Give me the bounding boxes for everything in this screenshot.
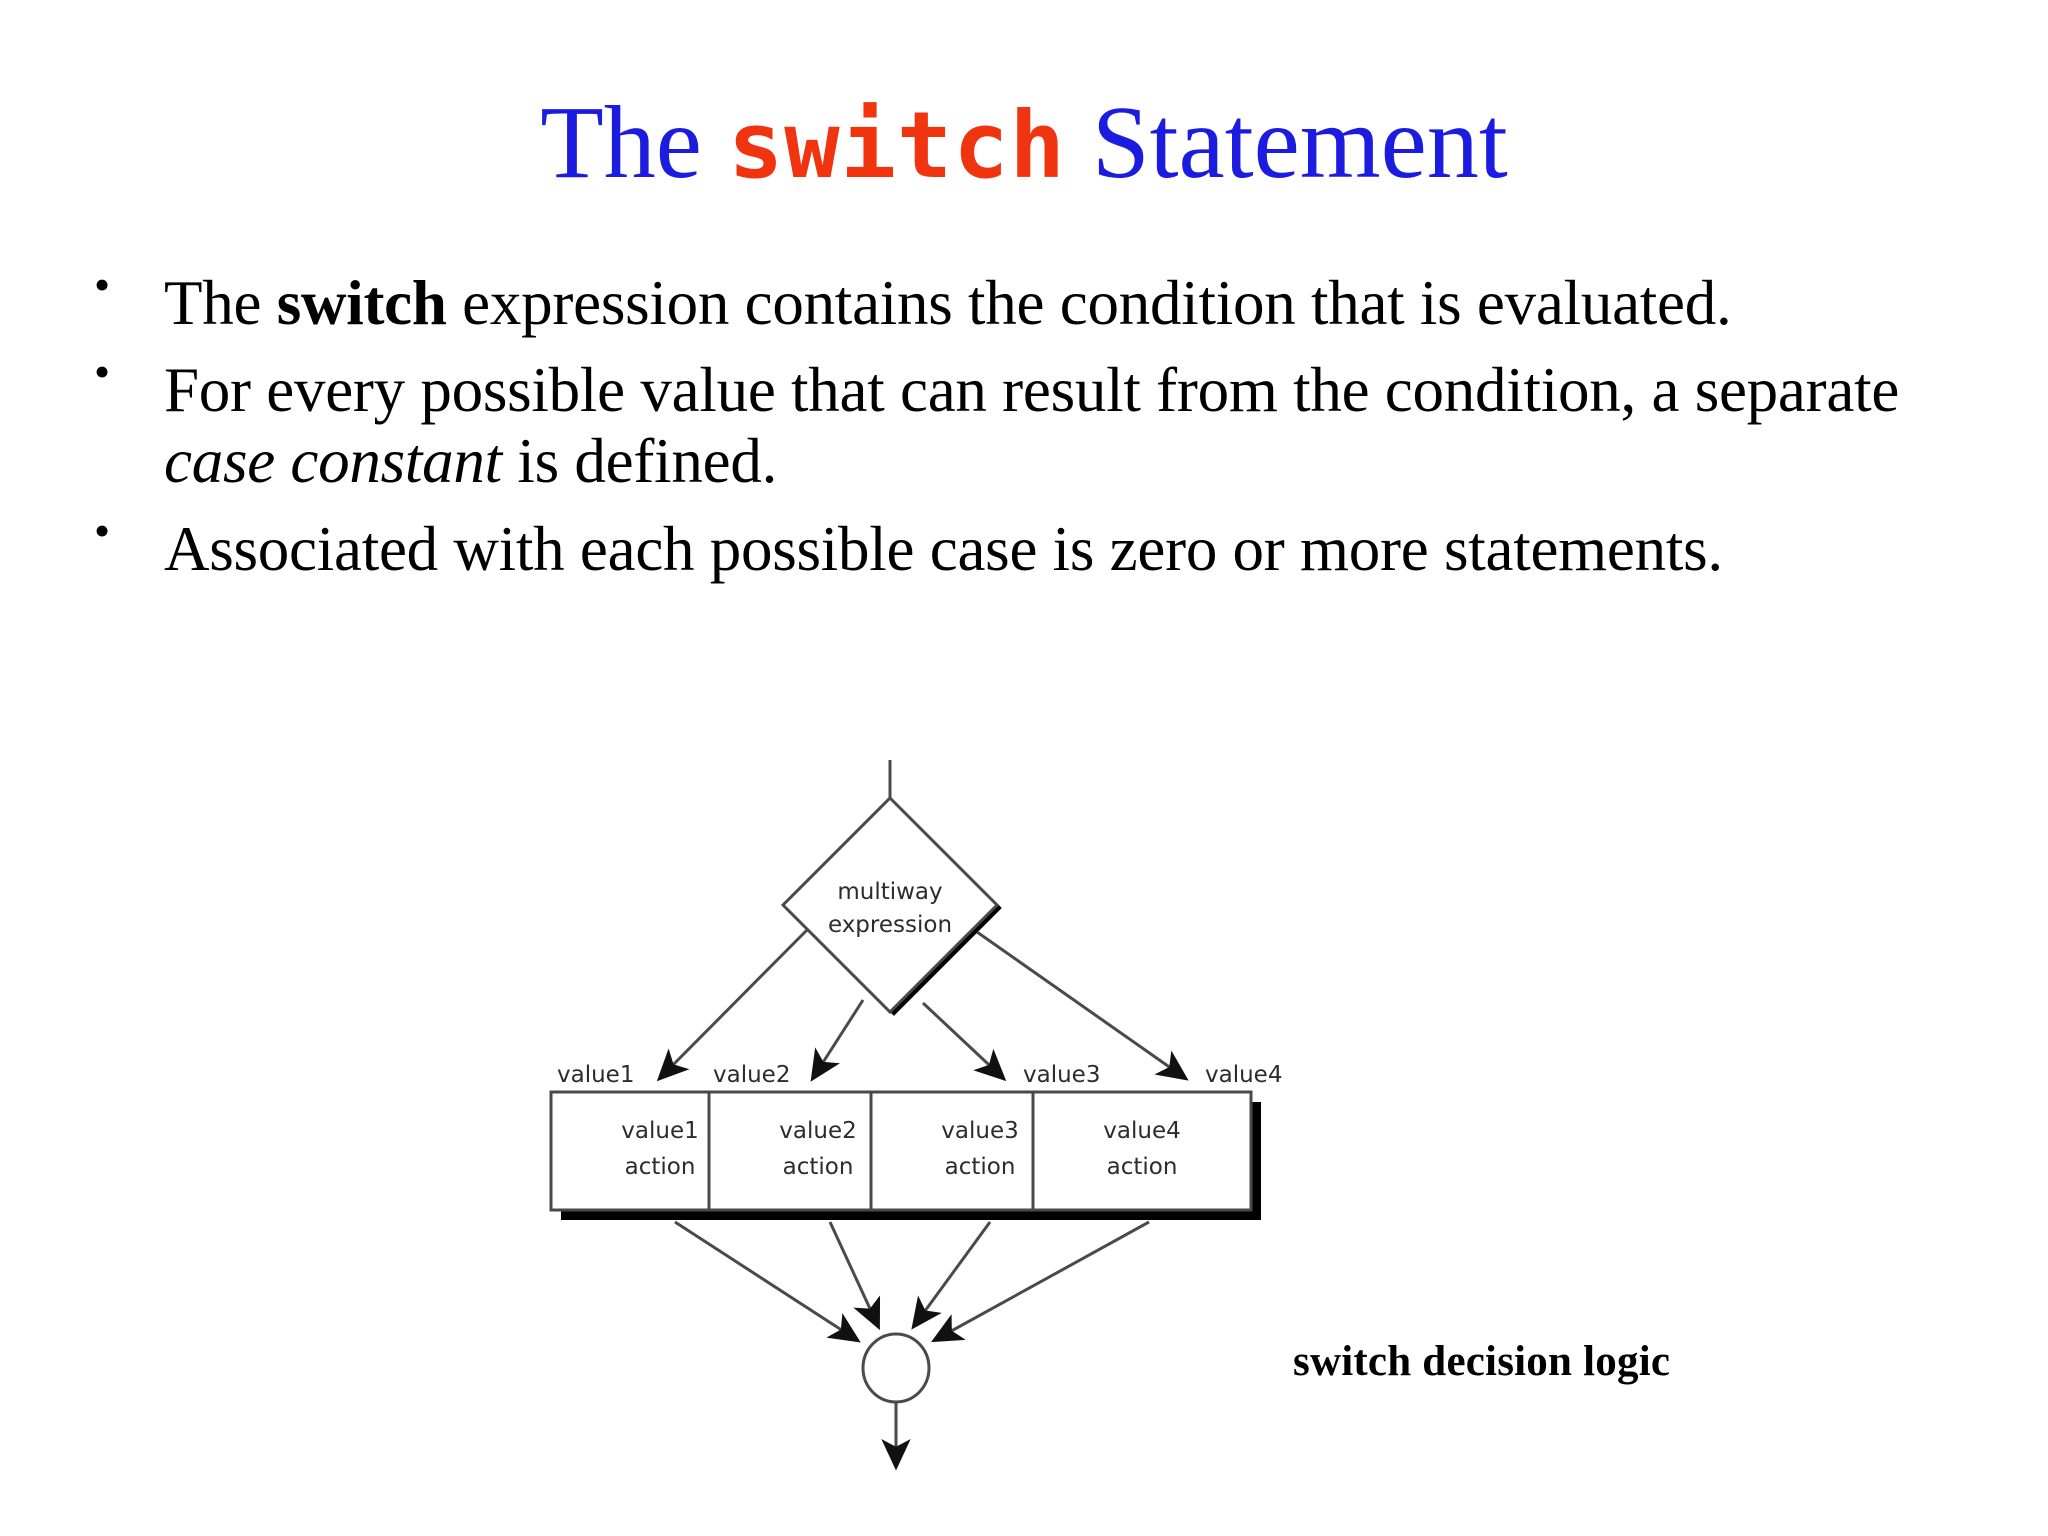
bullet-dot-icon: • — [94, 346, 110, 398]
list-item-text: The switch expression contains the condi… — [164, 268, 1732, 338]
bullet-1-seg-1: The — [164, 268, 277, 338]
branch-arrow-value3 — [921, 1001, 1007, 1082]
bullet-dot-icon: • — [94, 504, 110, 556]
decision-label-line1: multiway — [837, 879, 942, 905]
bullet-2-seg-2-italic: case constant — [164, 426, 502, 497]
action-box-3-line1: value3 — [941, 1118, 1018, 1144]
list-item: • For every possible value that can resu… — [72, 349, 1972, 497]
action-box-1-line2: action — [625, 1154, 696, 1180]
bullet-1-seg-2-bold: switch — [276, 268, 447, 338]
action-box-1-line1: value1 — [621, 1118, 698, 1144]
branch-arrow-value4 — [976, 930, 1189, 1081]
edge-label-value2: value2 — [713, 1062, 790, 1088]
merge-arrow-1 — [674, 1220, 861, 1343]
decision-diamond — [780, 795, 1000, 1015]
bullet-2-seg-3: is defined. — [501, 426, 778, 497]
switch-flowchart-diagram: multiway expression value1 value2 value3… — [545, 760, 1575, 1480]
list-item-text: For every possible value that can result… — [164, 355, 1899, 496]
bullet-dot-icon: • — [94, 259, 110, 310]
action-box-4 — [1031, 1090, 1253, 1212]
title-part-2: Statement — [1065, 85, 1508, 200]
bullet-list: • The switch expression contains the con… — [72, 262, 1972, 601]
action-box-4-line2: action — [1107, 1154, 1178, 1180]
decision-label-line2: expression — [828, 912, 952, 938]
title-keyword-switch: switch — [727, 92, 1066, 199]
bullet-1-seg-3: expression contains the condition that i… — [446, 268, 1732, 338]
action-box-2-line1: value2 — [779, 1118, 856, 1144]
list-item: • Associated with each possible case is … — [72, 507, 1972, 585]
title-part-1: The — [540, 85, 728, 200]
list-item: • The switch expression contains the con… — [72, 262, 1972, 339]
edge-label-value4: value4 — [1205, 1062, 1282, 1088]
merge-arrow-3 — [911, 1221, 992, 1330]
action-box-3-line2: action — [945, 1154, 1016, 1180]
branch-arrow-value1 — [656, 928, 809, 1082]
bullet-2-seg-1: For every possible value that can result… — [164, 355, 1900, 426]
action-box-2-line2: action — [783, 1154, 854, 1180]
branch-arrow-value2 — [810, 999, 865, 1082]
merge-arrow-4 — [931, 1220, 1150, 1343]
action-box-4-line1: value4 — [1103, 1118, 1180, 1144]
diagram-caption: switch decision logic — [1293, 1338, 1671, 1385]
list-item-text: Associated with each possible case is ze… — [164, 513, 1723, 584]
page-title: The switch Statement — [0, 88, 2048, 197]
edge-label-value3: value3 — [1023, 1062, 1100, 1088]
edge-label-value1: value1 — [557, 1062, 634, 1088]
merge-arrow-2 — [828, 1221, 881, 1331]
merge-circle-node — [861, 1332, 931, 1404]
